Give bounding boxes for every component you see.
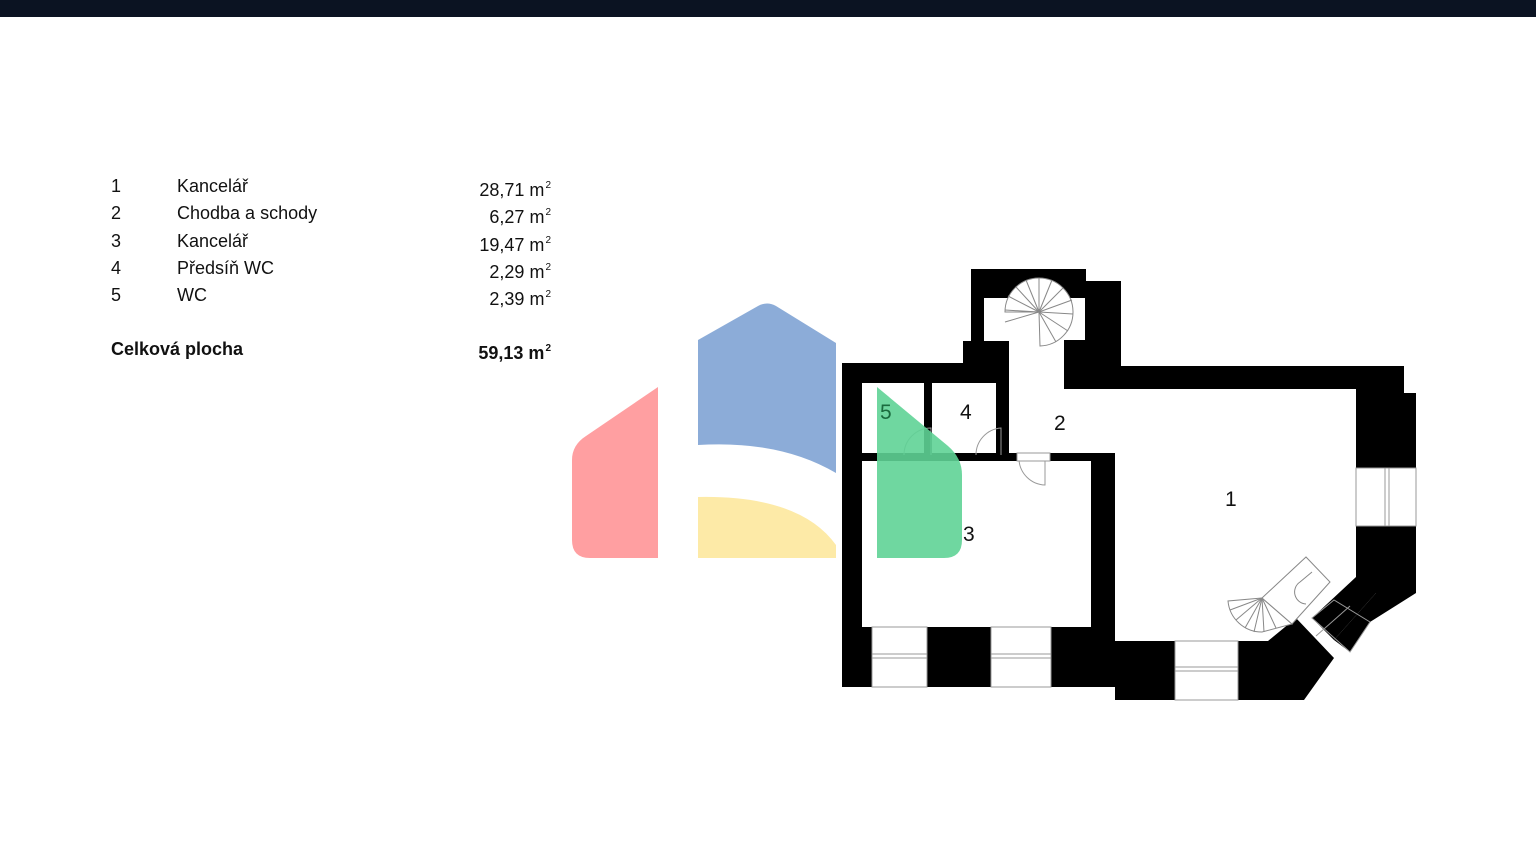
room-name: Kancelář — [177, 230, 249, 251]
room-name: Chodba a schody — [177, 203, 318, 224]
room-label-3: 3 — [963, 523, 975, 546]
room-label-4: 4 — [960, 401, 972, 424]
room-area: 2,29 m2 — [489, 261, 551, 282]
watermark-logo — [572, 303, 962, 558]
legend-row: 1 Kancelář 28,71 m2 — [111, 174, 551, 201]
legend-row: 5 WC 2,39 m2 — [111, 283, 551, 310]
room-number: 4 — [111, 257, 122, 278]
room-area-legend: 1 Kancelář 28,71 m2 2 Chodba a schody 6,… — [111, 174, 551, 365]
room-label-5: 5 — [880, 401, 892, 424]
room-label-2: 2 — [1054, 412, 1066, 435]
room-area: 28,71 m2 — [479, 180, 551, 200]
legend-row: 4 Předsíň WC 2,29 m2 — [111, 256, 551, 283]
room-number: 5 — [111, 285, 122, 306]
room-name: WC — [177, 285, 207, 306]
top-bar — [0, 0, 1536, 17]
windows — [871, 467, 1417, 701]
room-label-1: 1 — [1225, 488, 1237, 511]
room-number: 1 — [111, 176, 122, 196]
room-name: Předsíň WC — [177, 257, 275, 278]
legend-total-row: Celková plocha 59,13 m2 — [111, 337, 551, 365]
room-area: 6,27 m2 — [489, 207, 551, 228]
legend-row: 3 Kancelář 19,47 m2 — [111, 229, 551, 256]
spiral-stairs-bottom — [1227, 556, 1331, 633]
room-name: Kancelář — [177, 176, 249, 196]
spiral-stairs-top — [1004, 277, 1074, 347]
room-number: 2 — [111, 203, 122, 224]
total-area: 59,13 m2 — [478, 343, 551, 364]
legend-row: 2 Chodba a schody 6,27 m2 — [111, 201, 551, 228]
total-label: Celková plocha — [111, 339, 244, 360]
room-area: 2,39 m2 — [489, 289, 551, 310]
walls — [842, 269, 1416, 700]
room-area: 19,47 m2 — [479, 234, 551, 255]
room-number: 3 — [111, 230, 122, 251]
